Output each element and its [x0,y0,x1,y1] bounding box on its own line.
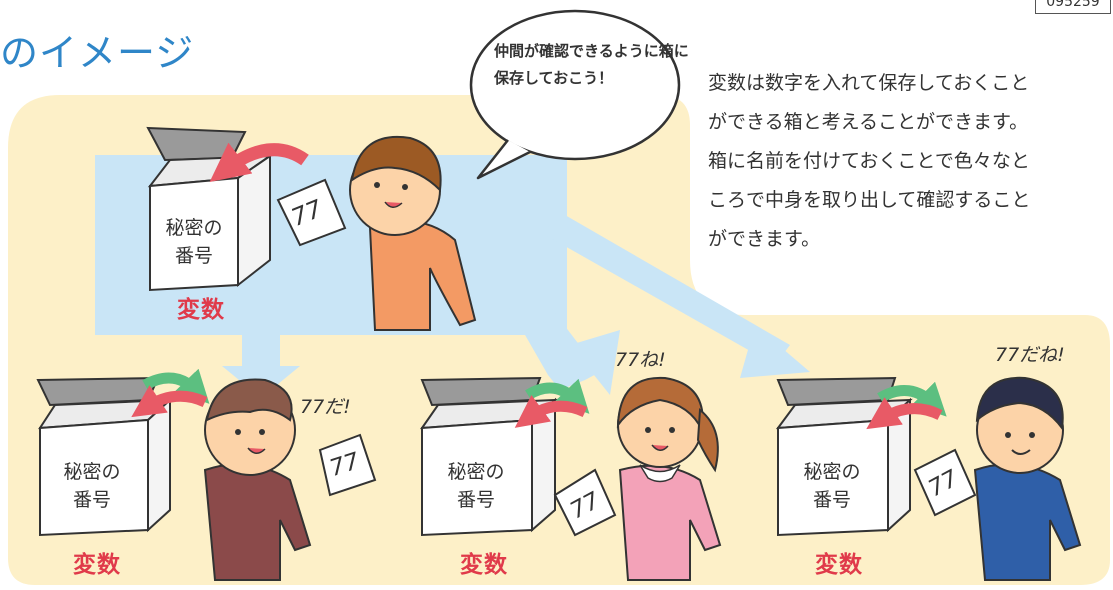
var-label-top: 変数 [177,297,225,323]
reaction-child-3: 77だね! [995,344,1065,366]
page-title: のイメージ [0,31,195,75]
box-label-2: 秘密の 番号 [436,458,516,514]
box-label-top: 秘密の 番号 [154,214,234,270]
reaction-child-2: 77ね! [615,349,666,371]
box-label-line: 番号 [174,245,213,267]
child-3: 77 [913,376,1082,581]
var-label-3: 変数 [815,552,863,578]
box-label-3: 秘密の 番号 [792,458,872,514]
child-1: 77 [203,378,377,581]
box-label-line: 番号 [812,489,851,511]
description-line: ころで中身を取り出して確認すること [708,189,1031,211]
reaction-child-1: 77だ! [300,396,351,418]
box-label-1: 秘密の 番号 [52,458,132,514]
var-label-2: 変数 [460,552,508,578]
description-line: ができます。 [708,228,821,250]
page-id-badge: 095259 [1035,0,1111,14]
description-line: ができる箱と考えることができます。 [708,111,1029,133]
box-label-line: 秘密の [63,461,121,483]
top-box [146,126,274,292]
box-label-line: 秘密の [447,461,505,483]
description-line: 変数は数字を入れて保存しておくこと [708,72,1030,94]
box-label-line: 番号 [456,489,495,511]
speech-bubble [469,9,681,180]
box-label-line: 番号 [72,489,111,511]
box-label-line: 秘密の [803,461,861,483]
var-label-1: 変数 [73,552,121,578]
speech-bubble-text: 仲間が確認できるように箱に保存しておこう！ [494,42,689,87]
description: 変数は数字を入れて保存しておくこと ができる箱と考えることができます。 箱に名前… [708,64,1108,259]
top-child: 77 [276,135,477,331]
box-label-line: 秘密の [165,217,223,239]
description-line: 箱に名前を付けておくことで色々なと [708,150,1030,172]
child-2: 77 [553,376,722,581]
